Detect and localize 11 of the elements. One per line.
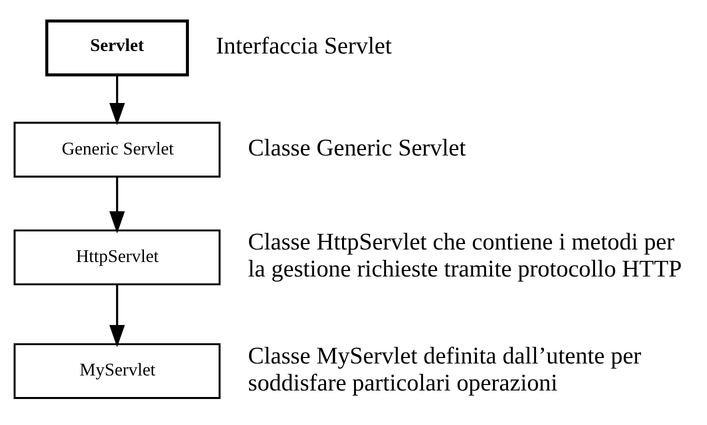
node-box: Generic Servlet <box>14 122 221 178</box>
node-label: Classe Generic Servlet <box>248 135 466 162</box>
arrow <box>109 75 125 126</box>
node-box: Servlet <box>45 20 189 76</box>
node-label: Classe HttpServlet che contiene i metodi per la gestione richieste tramite protocollo HTTP <box>248 230 682 283</box>
node-label: Interfaccia Servlet <box>216 34 392 60</box>
node-box: MyServlet <box>14 343 221 399</box>
arrow <box>109 284 125 348</box>
node-label: Classe MyServlet definita dall’utente per soddisfare particolari operazioni <box>248 343 642 396</box>
arrow <box>109 177 125 234</box>
node-box: HttpServlet <box>14 229 221 286</box>
